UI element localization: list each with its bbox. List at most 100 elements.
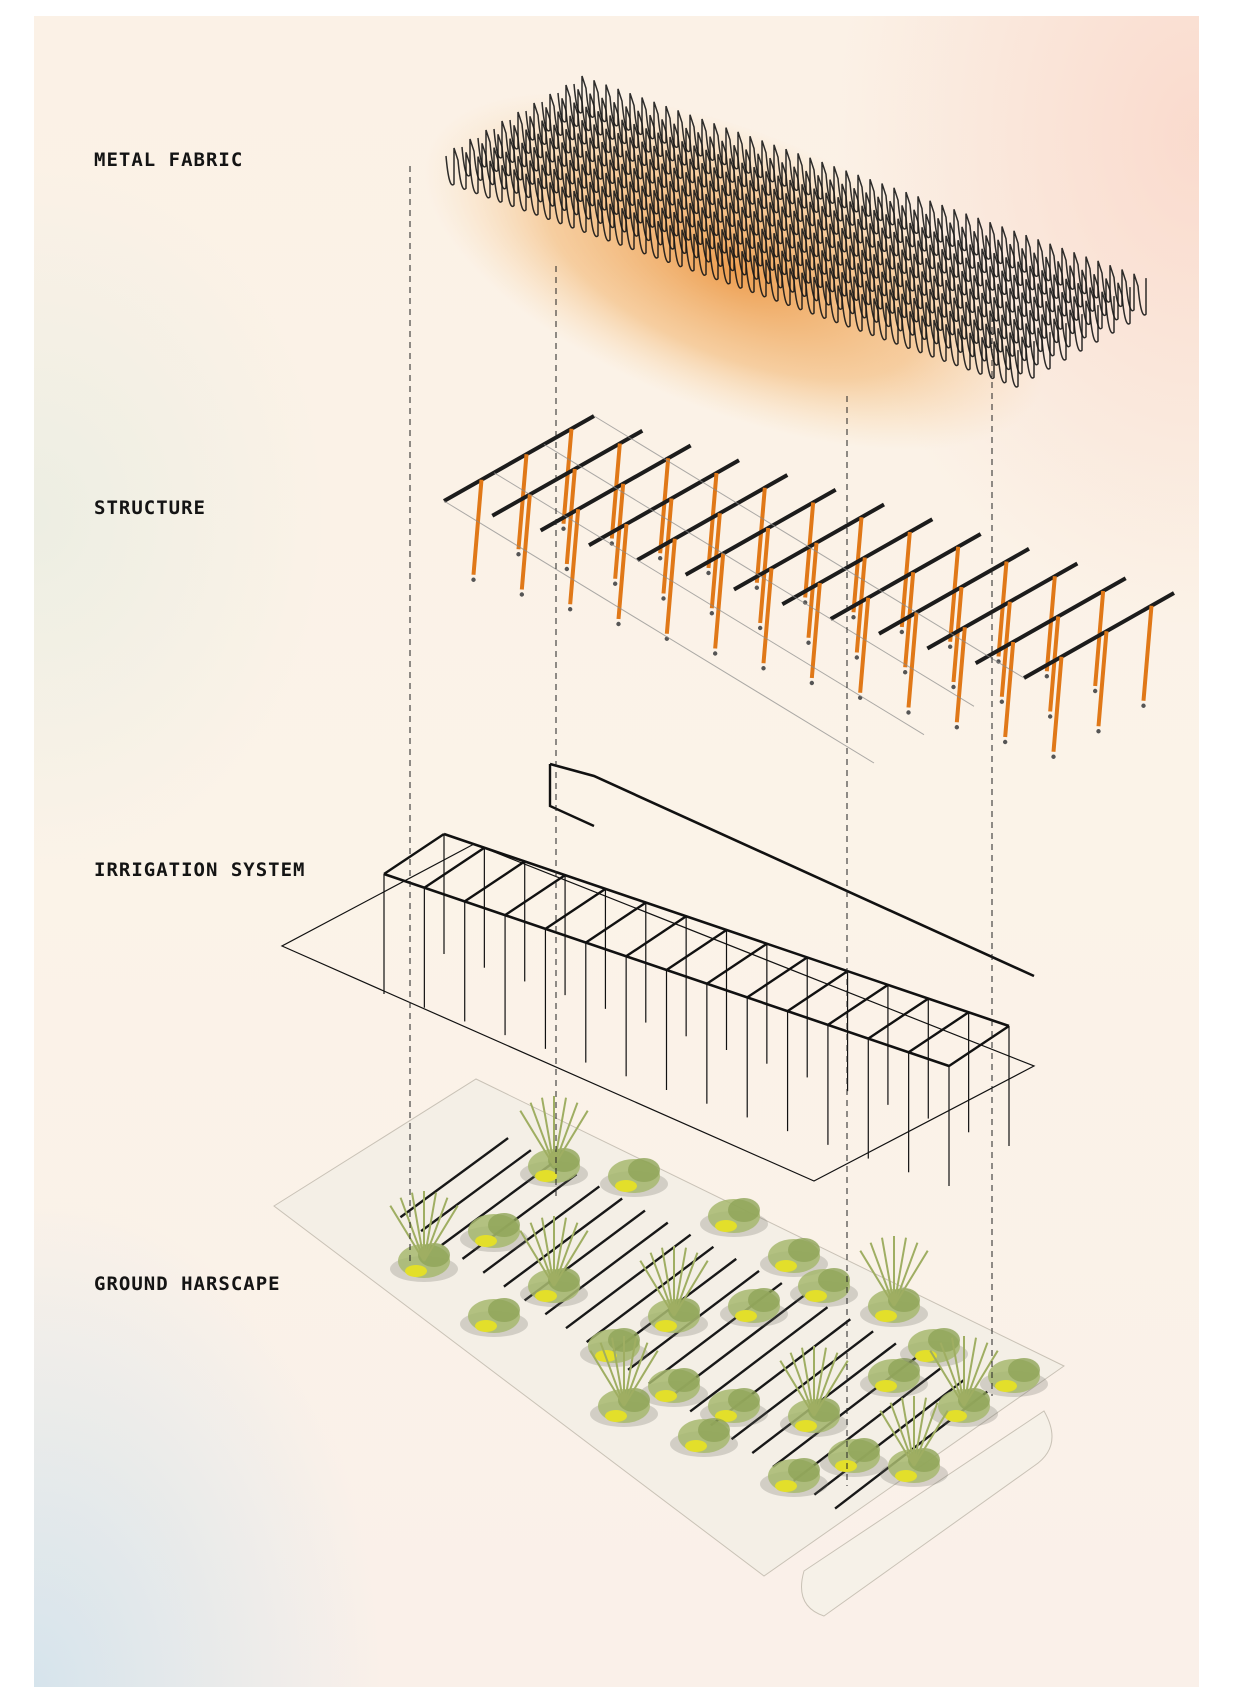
column-footing: [1044, 674, 1050, 679]
grass-blade: [901, 1397, 915, 1467]
flower-bed: [715, 1410, 737, 1422]
column: [519, 494, 532, 590]
column-footing: [1096, 729, 1101, 734]
flower-bed: [475, 1320, 497, 1332]
column-footing: [951, 684, 956, 690]
column: [999, 601, 1012, 697]
paving-strip: [689, 1306, 829, 1413]
shrub: [628, 1158, 660, 1182]
column-footing: [706, 570, 711, 576]
shrub: [728, 1388, 760, 1412]
grass-blade: [553, 1217, 567, 1287]
flower-bed: [475, 1235, 497, 1247]
flower-bed: [655, 1320, 677, 1332]
shrub: [1008, 1358, 1040, 1382]
metal-fabric-layer: [423, 75, 1147, 451]
column-footing: [709, 611, 715, 616]
column-footing: [561, 526, 566, 531]
exploded-axonometric: [273, 75, 1175, 1617]
column: [1051, 656, 1064, 752]
label-ground-harscape: GROUND HARSCAPE: [94, 1273, 281, 1295]
grass-blade: [423, 1197, 449, 1262]
shrub: [788, 1238, 820, 1262]
pipe-crossbar: [786, 970, 849, 1013]
column: [906, 612, 919, 708]
pipe-crossbar: [665, 929, 728, 971]
column-footing: [657, 556, 663, 561]
structure-beam: [491, 429, 644, 518]
grass-blade: [913, 1402, 939, 1467]
grass-blade: [813, 1347, 827, 1417]
grass-blade: [553, 1222, 579, 1287]
flower-bed: [615, 1180, 637, 1192]
shrub: [488, 1213, 520, 1237]
grass-blade: [623, 1350, 659, 1407]
column-footing: [516, 552, 521, 557]
column-footing: [471, 577, 476, 582]
grass-blade: [869, 1242, 895, 1307]
fabric-loop-row: [573, 75, 1147, 316]
grass-blade: [963, 1342, 989, 1407]
grass-blade: [529, 1222, 555, 1287]
grass-blade: [389, 1205, 425, 1262]
pipe-riser: [548, 764, 595, 828]
column-footing: [1002, 739, 1008, 745]
grass-blade: [673, 1260, 709, 1317]
purlin: [443, 500, 875, 764]
column-footing: [761, 666, 766, 671]
shrub: [888, 1358, 920, 1382]
grass-blade: [541, 1217, 555, 1287]
flower-bed: [995, 1380, 1017, 1392]
pipe-crossbar: [827, 983, 889, 1026]
column-footing: [612, 581, 618, 586]
column: [1048, 616, 1061, 712]
paving-strip: [813, 1378, 966, 1496]
grass-blade: [623, 1342, 649, 1407]
pipe-crossbar: [544, 887, 607, 930]
structure-beam: [974, 576, 1127, 665]
column-footing: [1141, 703, 1146, 708]
pipe-crossbar: [625, 915, 687, 958]
pipe-main: [549, 762, 1035, 978]
structure-beam: [588, 458, 740, 547]
grass-blade: [929, 1350, 965, 1407]
grass-blade: [889, 1402, 915, 1467]
column: [803, 502, 816, 598]
structure-beam: [1023, 591, 1175, 680]
column: [858, 597, 871, 693]
grass-blade: [813, 1352, 839, 1417]
column-footing: [712, 651, 718, 656]
grass-blade: [789, 1352, 815, 1417]
grass-blade: [519, 1110, 555, 1167]
grass-blade: [913, 1410, 949, 1467]
purlin: [543, 443, 975, 707]
label-irrigation-system: IRRIGATION SYSTEM: [94, 859, 306, 881]
paving-strip: [792, 1366, 943, 1482]
grass-blade: [399, 1197, 425, 1262]
flower-bed: [685, 1440, 707, 1452]
column: [1096, 631, 1109, 727]
column: [1093, 590, 1106, 687]
flower-bed: [605, 1410, 627, 1422]
grass-blade: [553, 1097, 567, 1167]
structure-beam: [829, 532, 982, 621]
structure-layer: [443, 414, 1175, 764]
column: [568, 509, 581, 605]
grass-blade: [881, 1237, 895, 1307]
grass-blade: [519, 1230, 555, 1287]
column: [761, 568, 774, 664]
grass-blade: [639, 1260, 675, 1317]
pipe-crossbar: [585, 901, 647, 944]
column: [996, 561, 1009, 657]
pipe-crossbar: [504, 874, 566, 917]
shrub: [748, 1288, 780, 1312]
pipe-main: [383, 872, 950, 1068]
purlin: [493, 472, 925, 736]
grass-blade: [589, 1350, 625, 1407]
shrub: [698, 1418, 730, 1442]
pipe-main: [443, 832, 1010, 1028]
column: [564, 468, 577, 565]
shrub: [668, 1368, 700, 1392]
flower-bed: [805, 1290, 827, 1302]
column-footing: [519, 592, 525, 597]
